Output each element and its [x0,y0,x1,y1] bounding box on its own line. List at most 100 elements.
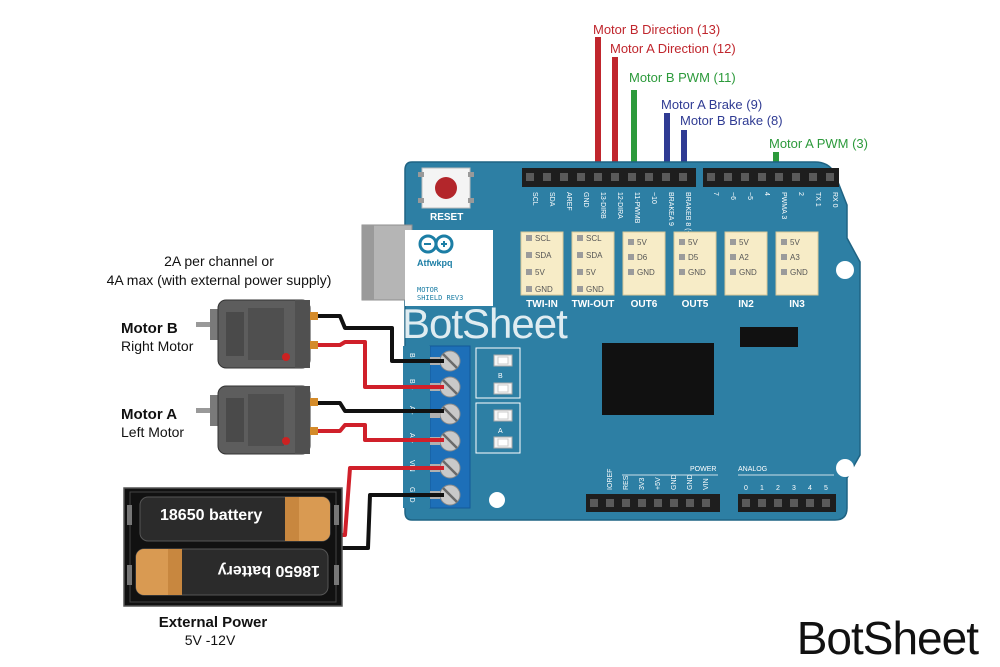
header-pin [622,499,630,507]
header-pin [628,173,636,181]
bottom-header-power [586,494,720,512]
screw-slot [442,433,458,449]
top-pin-label: 2 [797,192,804,196]
reset-button-leg [468,198,474,203]
top-pin-label: BRAKEA 9 [667,192,674,226]
top-header-pin-holes [526,173,834,181]
connector-pin [577,252,583,258]
connector-pin-label: SCL [535,234,551,243]
terminal-clamp [430,410,440,418]
motor-b-dot-icon [282,353,290,361]
connector-pin [628,269,634,275]
external-power-range: 5V -12V [185,632,236,648]
label-motor-a-pwm: Motor A PWM (3) [769,136,868,151]
screw-slot [442,379,458,395]
led-b1-lens [497,356,509,365]
header-pin [742,499,750,507]
top-pin-label: ~6 [729,192,736,200]
reset-button-cap[interactable] [435,177,457,199]
terminal-label-strip [403,346,430,508]
top-pin-label: ~5 [746,192,753,200]
wire-motor-a-black [312,401,444,413]
screw-slot [442,353,458,369]
mount-hole [489,492,505,508]
connector-pin-label: 5V [535,268,545,277]
connector-pin-label: SDA [535,251,552,260]
header-pin [577,173,585,181]
connector-pin [781,239,787,245]
connector-pin-label: A2 [739,253,749,262]
connector-pin-label: GND [586,285,604,294]
header-pin [792,173,800,181]
header-pin [543,173,551,181]
connector-label: TWI-IN [526,299,558,310]
connector-pin [628,254,634,260]
mount-hole [836,459,854,477]
label-motor-b-pwm: Motor B PWM (11) [629,70,736,85]
connector-pin-label: GND [688,268,706,277]
top-pin-label: 12-DIRA [616,192,623,219]
usb-connector-shade [362,225,374,300]
connector-pin [781,269,787,275]
header-pin [526,173,534,181]
bottom-pin-label: 2 [776,485,780,492]
terminal-label: B - [408,353,415,363]
top-header-right [703,168,839,187]
wire-power-black [340,493,444,550]
motor-a [196,385,318,455]
connector-pin [526,235,532,241]
header-pin [606,499,614,507]
header-pin [702,499,710,507]
wire-motor-a-brake [664,113,670,172]
motor-b [196,299,318,369]
led-a-label: A [498,428,503,435]
connector-pin [679,269,685,275]
header-pin [774,499,782,507]
top-pin-label: SDA [548,192,555,207]
arduino-logo-text: Atfwkpq [417,258,453,268]
header-pin [790,499,798,507]
motor-b-subtitle: Right Motor [121,338,194,354]
bottom-pin-label: 3V3 [639,477,646,490]
header-pin [724,173,732,181]
connector-pin-label: D6 [637,253,648,262]
label-motor-b-direction: Motor B Direction (13) [593,22,720,37]
header-pin [806,499,814,507]
reset-label: RESET [430,212,463,223]
screw-terminal-block [429,345,471,509]
header-pin [560,173,568,181]
top-pin-label: GND [582,192,589,208]
analog-header-label: ANALOG [738,466,767,473]
wire-motor-b-direction [595,37,601,172]
header-pin [707,173,715,181]
motor-b-title: Motor B [121,320,178,337]
wire-motor-b-pwm [631,90,637,172]
header-pin [662,173,670,181]
screw-slot [442,487,458,503]
bottom-pin-label: 5 [824,485,828,492]
bottom-pin-label: GND [671,474,678,490]
screw-slot [442,460,458,476]
header-pin [638,499,646,507]
connector-housing [571,231,615,296]
tinkerkit-connectors: SCLSDA5VGNDTWI-INSCLSDA5VGNDTWI-OUT5VD6G… [520,231,819,310]
motor-a-subtitle: Left Motor [121,424,184,440]
wire-motor-b-red [312,340,444,389]
connector-pin [526,269,532,275]
reset-button-leg [418,172,424,177]
bottom-pin-label: IOREF [607,469,614,490]
connector-pin-label: A3 [790,253,800,262]
header-pin [775,173,783,181]
header-pin [679,173,687,181]
header-pin [826,173,834,181]
connector-pin-label: 5V [790,238,800,247]
connector-pin [577,235,583,241]
connector-label: OUT6 [631,299,658,310]
shield-name-line1: MOTOR [417,286,439,294]
brand-logo: BotSheet [796,612,979,664]
terminal-label: VIN [408,460,415,472]
connector-pin [577,286,583,292]
